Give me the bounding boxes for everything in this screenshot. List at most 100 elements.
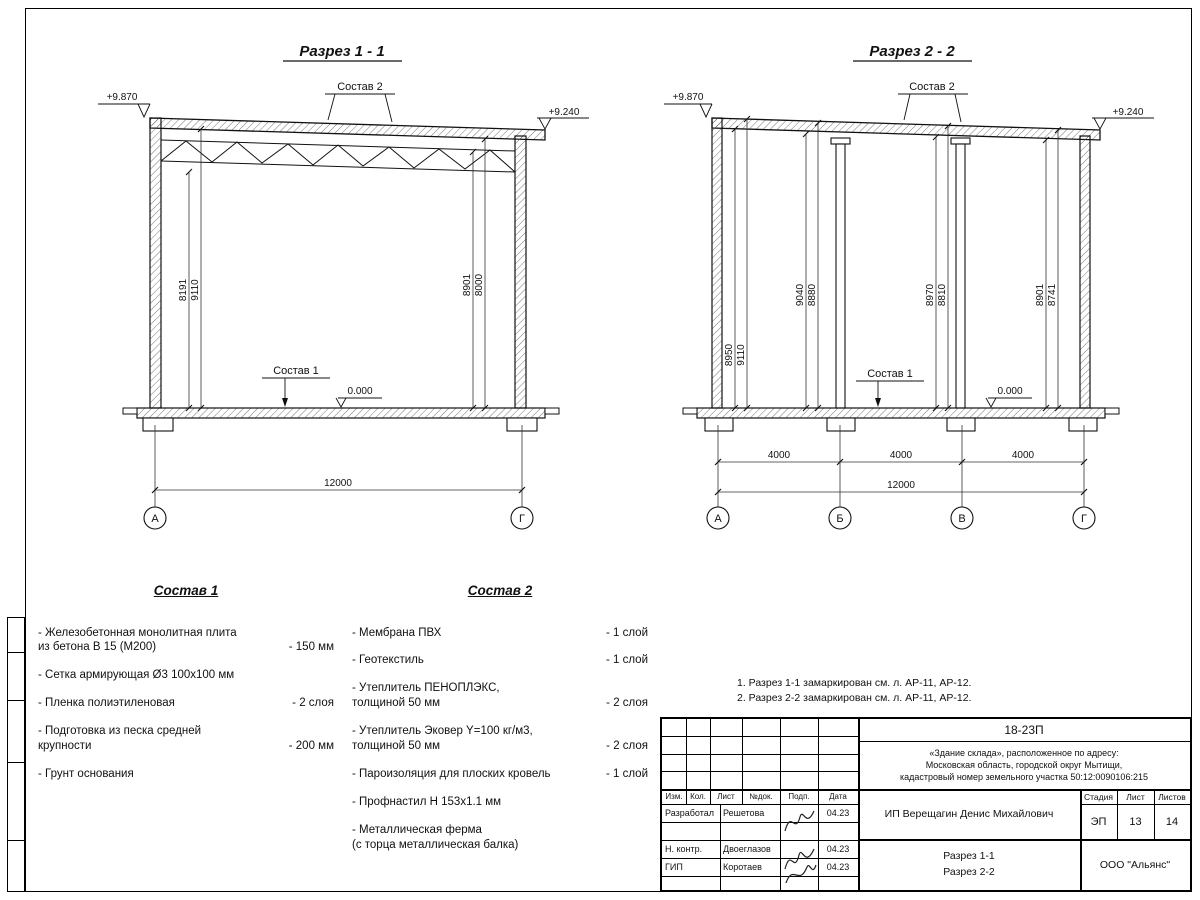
floor-edge-right — [1104, 407, 1120, 415]
tb-sheet-label: Лист — [1126, 791, 1145, 802]
tb-line — [818, 804, 819, 890]
footing-g — [1068, 417, 1098, 432]
elevation-right: +9.240 — [1092, 107, 1154, 130]
span-dimension: 12000 — [151, 425, 526, 507]
axis-label-b: Б — [836, 513, 843, 525]
tb-name-dvoeglazov: Двоеглазов — [723, 844, 771, 854]
tb-line — [1080, 789, 1082, 890]
tb-col-izm: Изм. — [665, 792, 683, 801]
roof-composition-label: Состав 2 — [909, 81, 955, 93]
item-value: - 1 слой — [605, 654, 648, 667]
dim-4000-1: 4000 — [768, 450, 791, 461]
floor-edge-left — [682, 407, 698, 415]
note-line-2: 2. Разрез 2-2 замаркирован см. л. АР-11,… — [737, 692, 972, 705]
tb-line — [720, 804, 721, 890]
drawing-title-line-2: Разрез 2-2 — [943, 865, 995, 878]
tb-role-razrabotal: Разработал — [665, 808, 714, 818]
composition-2-list: Состав 2 - Мембрана ПВХ - 1 слой - Геоте… — [352, 582, 648, 866]
item-text: - Мембрана ПВХ — [352, 626, 442, 639]
tb-line — [662, 789, 1190, 791]
axis-bubbles — [706, 506, 1096, 530]
dim-8950: 8950 — [724, 343, 735, 366]
item-value: - 2 слоя — [606, 740, 648, 753]
elevation-right-text: +9.240 — [549, 107, 580, 118]
tb-doc-number: 18-23П — [1004, 723, 1044, 737]
dim-8191: 8191 — [178, 278, 189, 301]
composition-2-title: Состав 2 — [467, 583, 533, 598]
list-item: - Профнастил Н 153х1.1 мм — [352, 795, 648, 810]
tb-line — [662, 876, 858, 877]
roof-truss — [160, 139, 516, 173]
tb-sheets-label: Листов — [1158, 791, 1186, 802]
roof-composition-callout: Состав 2 — [325, 81, 395, 123]
tb-line — [662, 754, 858, 755]
tb-role-gip: ГИП — [665, 862, 683, 872]
title-block: Изм. Кол. Лист №док. Подп. Дата Разработ… — [660, 717, 1192, 892]
notes: 1. Разрез 1-1 замаркирован см. л. АР-11,… — [737, 676, 971, 706]
item-text: - Металлическая ферма (с торца металличе… — [352, 824, 519, 851]
section-2-2-drawing: Разрез 2 - 2 8950 9110 9040 8880 8970 88… — [664, 43, 1154, 530]
elevation-left-text: +9.870 — [673, 92, 704, 103]
tb-drawing-title: Разрез 1-1 Разрез 2-2 — [858, 839, 1080, 890]
floor-composition-callout: Состав 1 — [856, 368, 924, 407]
note-line-1: 1. Разрез 1-1 замаркирован см. л. АР-11,… — [737, 677, 972, 689]
tb-col-ndok: №док. — [749, 792, 773, 801]
item-text: - Сетка армирующая Ø3 100х100 мм — [38, 669, 235, 682]
vertical-dimensions: 8191 9110 8901 8000 — [178, 125, 489, 412]
footing-a — [704, 417, 734, 432]
dim-8970: 8970 — [925, 283, 936, 306]
vertical-dimensions: 8950 9110 9040 8880 8970 8810 8901 8741 — [724, 115, 1062, 412]
list-item: - Железобетонная монолитная плита из бет… — [38, 626, 334, 656]
tb-line — [1117, 789, 1118, 839]
item-text: - Грунт основания — [38, 768, 134, 781]
item-value: - 200 мм — [288, 740, 334, 753]
tb-client: ИП Верещагин Денис Михайлович — [884, 808, 1054, 820]
elevation-right-text: +9.240 — [1113, 107, 1144, 118]
item-value: - 1 слой — [605, 626, 648, 639]
list-item: - Сетка армирующая Ø3 100х100 мм — [38, 668, 334, 683]
margin-divider — [8, 762, 24, 763]
tb-line — [858, 719, 860, 890]
item-value: - 1 слой — [605, 768, 648, 781]
tb-line — [662, 858, 858, 859]
tb-line — [1080, 804, 1190, 805]
axis-label-g: Г — [1081, 513, 1087, 525]
column-b — [830, 137, 851, 409]
elevation-left: +9.870 — [664, 92, 713, 119]
section-2-2-title: Разрез 2 - 2 — [869, 43, 955, 60]
list-item: - Пароизоляция для плоских кровель - 1 с… — [352, 767, 648, 782]
roof-slab — [149, 117, 546, 141]
item-text: - Профнастил Н 153х1.1 мм — [352, 796, 502, 809]
elevation-right: +9.240 — [537, 107, 589, 130]
span-dimensions: 4000 4000 4000 12000 — [714, 425, 1088, 507]
item-text: - Утеплитель Эковер Y=100 кг/м3, толщино… — [352, 725, 533, 753]
dim-4000-3: 4000 — [1012, 450, 1035, 461]
tb-name-reshetova: Решетова — [723, 808, 765, 818]
tb-date-3: 04.23 — [826, 862, 850, 872]
right-wall — [514, 135, 527, 409]
tb-col-podp: Подп. — [788, 792, 810, 801]
list-item: - Утеплитель ПЕНОПЛЭКС, толщиной 50 мм -… — [352, 681, 648, 711]
elevation-left: +9.870 — [98, 92, 151, 119]
axis-label-g: Г — [519, 513, 525, 525]
margin-stamp-boxes — [7, 617, 25, 892]
list-item: - Металлическая ферма (с торца металличе… — [352, 823, 648, 853]
dim-8901: 8901 — [462, 273, 473, 296]
tb-project-description: «Здание склада», расположенное по адресу… — [858, 741, 1190, 789]
footing-v — [946, 417, 976, 432]
zero-level-mark: 0.000 — [335, 386, 382, 408]
item-text: - Пленка полиэтиленовая — [38, 697, 175, 710]
zero-level-text: 0.000 — [347, 386, 372, 397]
item-text: - Утеплитель ПЕНОПЛЭКС, толщиной 50 мм — [352, 682, 500, 710]
dim-4000-2: 4000 — [890, 450, 913, 461]
dim-9110: 9110 — [736, 344, 747, 366]
dim-12000: 12000 — [887, 480, 915, 491]
axis-label-a: А — [714, 513, 722, 525]
tb-sheets-value: 14 — [1165, 815, 1179, 828]
item-text: - Пароизоляция для плоских кровель — [352, 768, 551, 781]
axis-bubbles — [143, 506, 534, 530]
project-line-1: «Здание склада», расположенное по адресу… — [929, 747, 1119, 758]
signature-nkontr-gip — [784, 848, 817, 884]
drawing-frame — [25, 8, 1192, 892]
floor-slab — [136, 407, 546, 419]
